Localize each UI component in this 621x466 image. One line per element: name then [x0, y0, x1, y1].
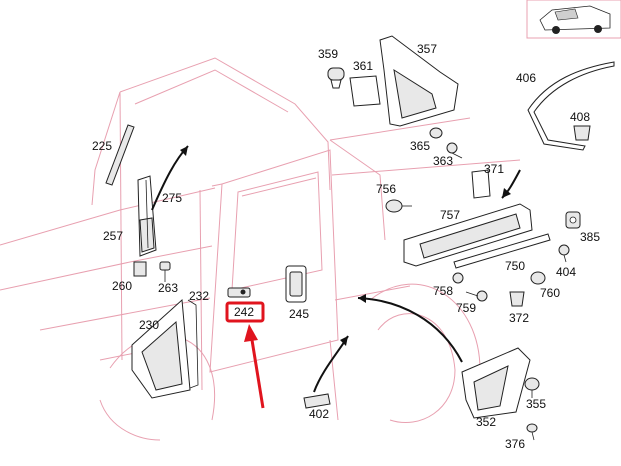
callout-labels: 225 275 257 260 263 230 232 242 245 402 …	[92, 42, 600, 451]
callout-359[interactable]: 359	[318, 47, 338, 61]
part-750-strip	[453, 233, 551, 269]
part-759-screw	[465, 290, 488, 302]
part-352-trim-panel	[461, 347, 531, 419]
part-359-cap	[327, 67, 345, 89]
callout-361[interactable]: 361	[353, 59, 373, 73]
part-365-washer	[429, 127, 443, 139]
part-385-clip	[565, 211, 581, 229]
callout-275[interactable]: 275	[162, 191, 182, 205]
callout-402[interactable]: 402	[309, 407, 329, 421]
callout-260[interactable]: 260	[112, 279, 132, 293]
callout-750[interactable]: 750	[505, 259, 525, 273]
callout-760[interactable]: 760	[540, 286, 560, 300]
callout-230[interactable]: 230	[139, 318, 159, 332]
callout-757[interactable]: 757	[440, 208, 460, 222]
part-245-door-handle	[285, 265, 307, 303]
callout-365[interactable]: 365	[410, 139, 430, 153]
callout-385[interactable]: 385	[580, 230, 600, 244]
part-263-screw	[159, 261, 171, 282]
vehicle-body-outline	[0, 57, 521, 441]
callout-756[interactable]: 756	[376, 182, 396, 196]
part-408-cap	[573, 125, 591, 141]
part-257-pillar-trim	[137, 175, 157, 257]
part-225-strip	[105, 124, 135, 186]
callout-357[interactable]: 357	[417, 42, 437, 56]
callout-372[interactable]: 372	[509, 311, 529, 325]
callout-404[interactable]: 404	[556, 265, 576, 279]
highlight-arrow	[244, 324, 265, 409]
part-402-plate	[303, 393, 331, 409]
part-756-bolt	[385, 199, 412, 213]
callout-363[interactable]: 363	[433, 154, 453, 168]
part-232-seal	[187, 299, 199, 389]
part-376-screw	[526, 423, 538, 441]
callout-759[interactable]: 759	[456, 301, 476, 315]
part-372-clip	[509, 291, 525, 307]
part-406-strut	[527, 61, 615, 151]
part-757-long-bracket	[403, 203, 533, 267]
part-361-bracket	[349, 75, 381, 107]
pointer-arrows	[151, 145, 521, 393]
callout-376[interactable]: 376	[505, 437, 525, 451]
part-260-clip	[133, 261, 147, 277]
part-760-cap	[530, 271, 546, 285]
callout-371[interactable]: 371	[484, 162, 504, 176]
part-355-fastener	[524, 377, 540, 398]
part-404-screw	[558, 244, 570, 263]
vehicle-thumbnail	[526, 0, 621, 39]
part-230-trim-panel	[131, 298, 191, 399]
callout-232[interactable]: 232	[189, 289, 209, 303]
callout-408[interactable]: 408	[570, 110, 590, 124]
callout-242[interactable]: 242	[234, 305, 254, 319]
highlight-box-242	[225, 301, 265, 323]
callout-245[interactable]: 245	[289, 307, 309, 321]
part-357-bracket	[379, 35, 459, 127]
callout-758[interactable]: 758	[433, 284, 453, 298]
callout-225[interactable]: 225	[92, 139, 112, 153]
part-242-handle	[227, 287, 251, 298]
callout-355[interactable]: 355	[526, 397, 546, 411]
part-758-clip	[452, 272, 464, 284]
part-363-screw	[446, 142, 463, 159]
callout-263[interactable]: 263	[158, 281, 178, 295]
part-371-bracket	[471, 169, 491, 199]
callout-352[interactable]: 352	[476, 415, 496, 429]
callout-406[interactable]: 406	[516, 71, 536, 85]
callout-257[interactable]: 257	[103, 229, 123, 243]
